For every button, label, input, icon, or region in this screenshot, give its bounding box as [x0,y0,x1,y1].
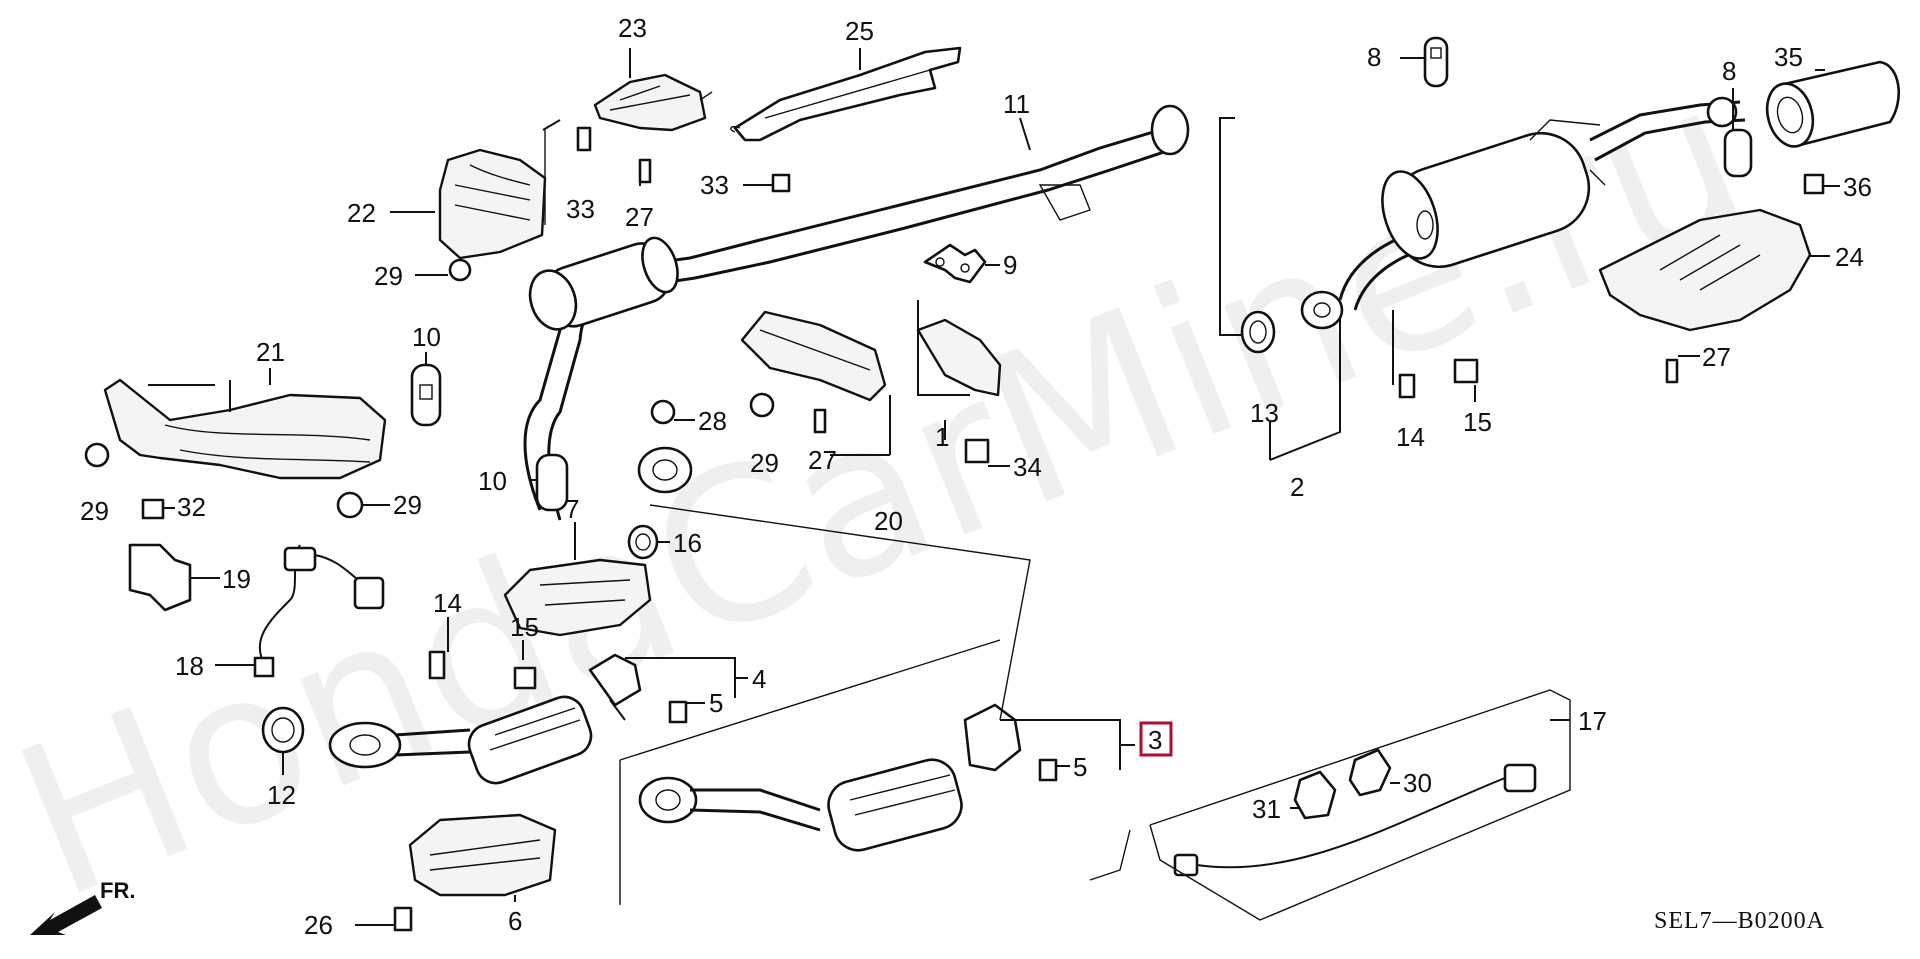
callout-29[interactable]: 29 [374,261,403,291]
callout-29[interactable]: 29 [80,496,109,526]
callout-28[interactable]: 28 [698,406,727,436]
callout-27[interactable]: 27 [808,445,837,475]
part-9-hanger[interactable] [923,243,987,284]
part-4-catalytic-converter[interactable] [328,653,642,789]
callout-35[interactable]: 35 [1774,42,1803,72]
callout-8[interactable]: 8 [1367,42,1381,72]
callout-19[interactable]: 19 [222,564,251,594]
part-24-heat-shield[interactable] [1598,208,1812,332]
callout-4[interactable]: 4 [752,664,766,694]
part-20-bracket[interactable] [740,310,887,402]
callout-14[interactable]: 14 [433,588,462,618]
part-12-gasket[interactable] [261,706,305,754]
callout-33[interactable]: 33 [700,170,729,200]
part-31-clamp[interactable] [1293,770,1337,820]
callout-15[interactable]: 15 [510,612,539,642]
callout-17[interactable]: 17 [1578,706,1607,736]
callout-34[interactable]: 34 [1013,452,1042,482]
callout-16[interactable]: 16 [673,528,702,558]
callout-6[interactable]: 6 [508,906,522,936]
callout-29[interactable]: 29 [393,490,422,520]
callout-31[interactable]: 31 [1252,794,1281,824]
callout-22[interactable]: 22 [347,198,376,228]
callout-15[interactable]: 15 [1463,407,1492,437]
callout-20[interactable]: 20 [874,506,903,536]
callout-21[interactable]: 21 [256,337,285,367]
callout-7[interactable]: 7 [565,494,579,524]
part-16-gasket[interactable] [627,524,659,560]
part-7-heat-shield[interactable] [503,558,652,637]
callout-36[interactable]: 36 [1843,172,1872,202]
callout-13[interactable]: 13 [1250,398,1279,428]
callout-25[interactable]: 25 [845,16,874,46]
front-direction-indicator: FR. [30,878,135,935]
part-21-heat-shield[interactable] [103,378,387,480]
part-22-heat-shield[interactable] [438,130,547,260]
callout-5[interactable]: 5 [1073,752,1087,782]
part-30-clamp[interactable] [1348,748,1392,797]
diagram-code: SEL7—B0200A [1654,908,1825,934]
callout-27[interactable]: 27 [1702,342,1731,372]
callout-32[interactable]: 32 [177,492,206,522]
part-8-rubber-mount[interactable] [1423,36,1753,178]
callout-14[interactable]: 14 [1396,422,1425,452]
callout-10[interactable]: 10 [478,466,507,496]
part-25-bracket[interactable] [730,46,962,142]
callout-30[interactable]: 30 [1403,768,1432,798]
part-1-bracket[interactable] [916,318,1002,397]
part-35-exhaust-tip[interactable] [1760,60,1901,152]
callout-26[interactable]: 26 [304,910,333,940]
callout-18[interactable]: 18 [175,651,204,681]
callout-labels: 23 25 11 8 8 35 36 24 27 22 33 27 33 29 … [80,13,1872,940]
callout-23[interactable]: 23 [618,13,647,43]
part-13-gasket[interactable] [1240,310,1276,354]
part-11-exhaust-pipe[interactable] [523,104,1190,521]
part-23-heat-shield[interactable] [593,73,713,132]
callout-9[interactable]: 9 [1003,250,1017,280]
callout-10[interactable]: 10 [412,322,441,352]
part-3-catalytic-converter[interactable] [638,703,1022,856]
callout-24[interactable]: 24 [1835,242,1864,272]
callout-12[interactable]: 12 [267,780,296,810]
direction-label: FR. [100,878,135,903]
part-2-muffler[interactable] [1300,96,1746,330]
part-3-highlight-box [1139,721,1173,757]
callout-8[interactable]: 8 [1722,56,1736,86]
callout-27[interactable]: 27 [625,202,654,232]
callout-3[interactable]: 3 [1148,725,1162,755]
callout-5[interactable]: 5 [709,688,723,718]
part-6-heat-shield[interactable] [408,813,557,897]
callout-33[interactable]: 33 [566,194,595,224]
part-17-oxygen-sensor[interactable] [1173,763,1537,877]
callout-29[interactable]: 29 [750,448,779,478]
callout-2[interactable]: 2 [1290,472,1304,502]
callout-11[interactable]: 11 [1003,89,1030,119]
leader-lines [148,48,1840,926]
part-19-bracket[interactable] [128,543,192,612]
callout-1[interactable]: 1 [935,422,949,452]
part-10-rubber-mount[interactable] [410,363,569,512]
part-18-oxygen-sensor[interactable] [253,544,385,678]
